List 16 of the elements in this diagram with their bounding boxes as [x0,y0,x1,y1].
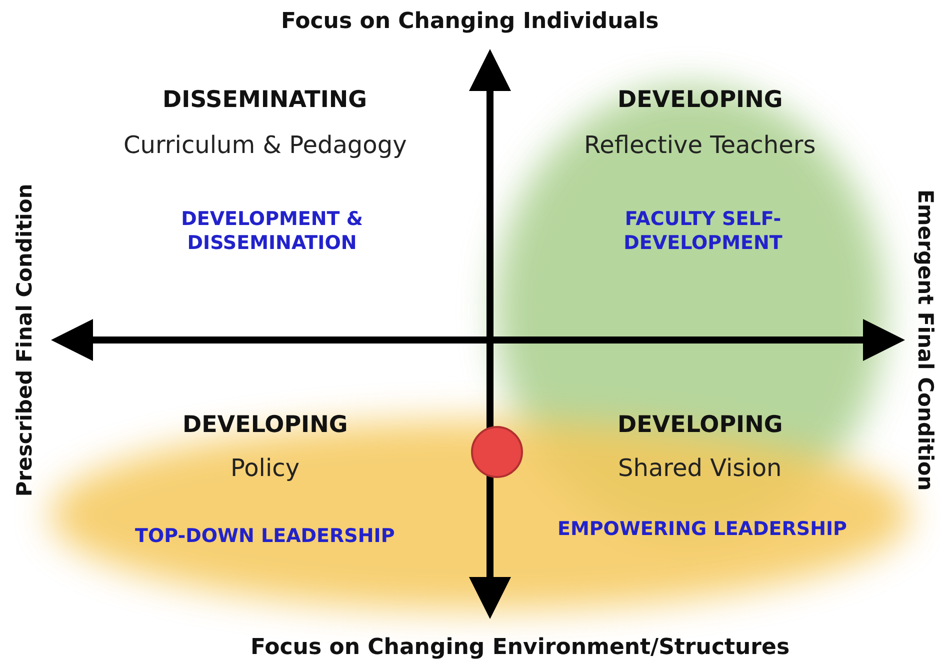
quadrant-subtitle: Policy [230,453,300,483]
quadrant-heading: DEVELOPING [618,86,783,114]
quadrant-heading: DEVELOPING [182,410,348,440]
axis-title: Focus on Changing Individuals [281,8,659,36]
strategy-label: TOP-DOWN LEADERSHIP [135,525,395,549]
quadrant-heading: DISSEMINATING [162,86,368,114]
axis-title: Focus on Changing Environment/Structures [250,634,790,662]
axis-title: Emergent Final Condition [912,190,938,491]
quadrant-subtitle: Shared Vision [618,453,782,483]
strategy-label: FACULTY SELF-DEVELOPMENT [622,208,784,256]
strategy-label: DEVELOPMENT & DISSEMINATION [180,208,364,256]
quadrant-subtitle: Curriculum & Pedagogy [124,130,407,160]
quadrant-subtitle: Reflective Teachers [584,130,816,160]
quadrant-heading: DEVELOPING [618,410,783,440]
axis-title: Prescribed Final Condition [10,184,37,497]
strategy-label: EMPOWERING LEADERSHIP [558,518,847,542]
